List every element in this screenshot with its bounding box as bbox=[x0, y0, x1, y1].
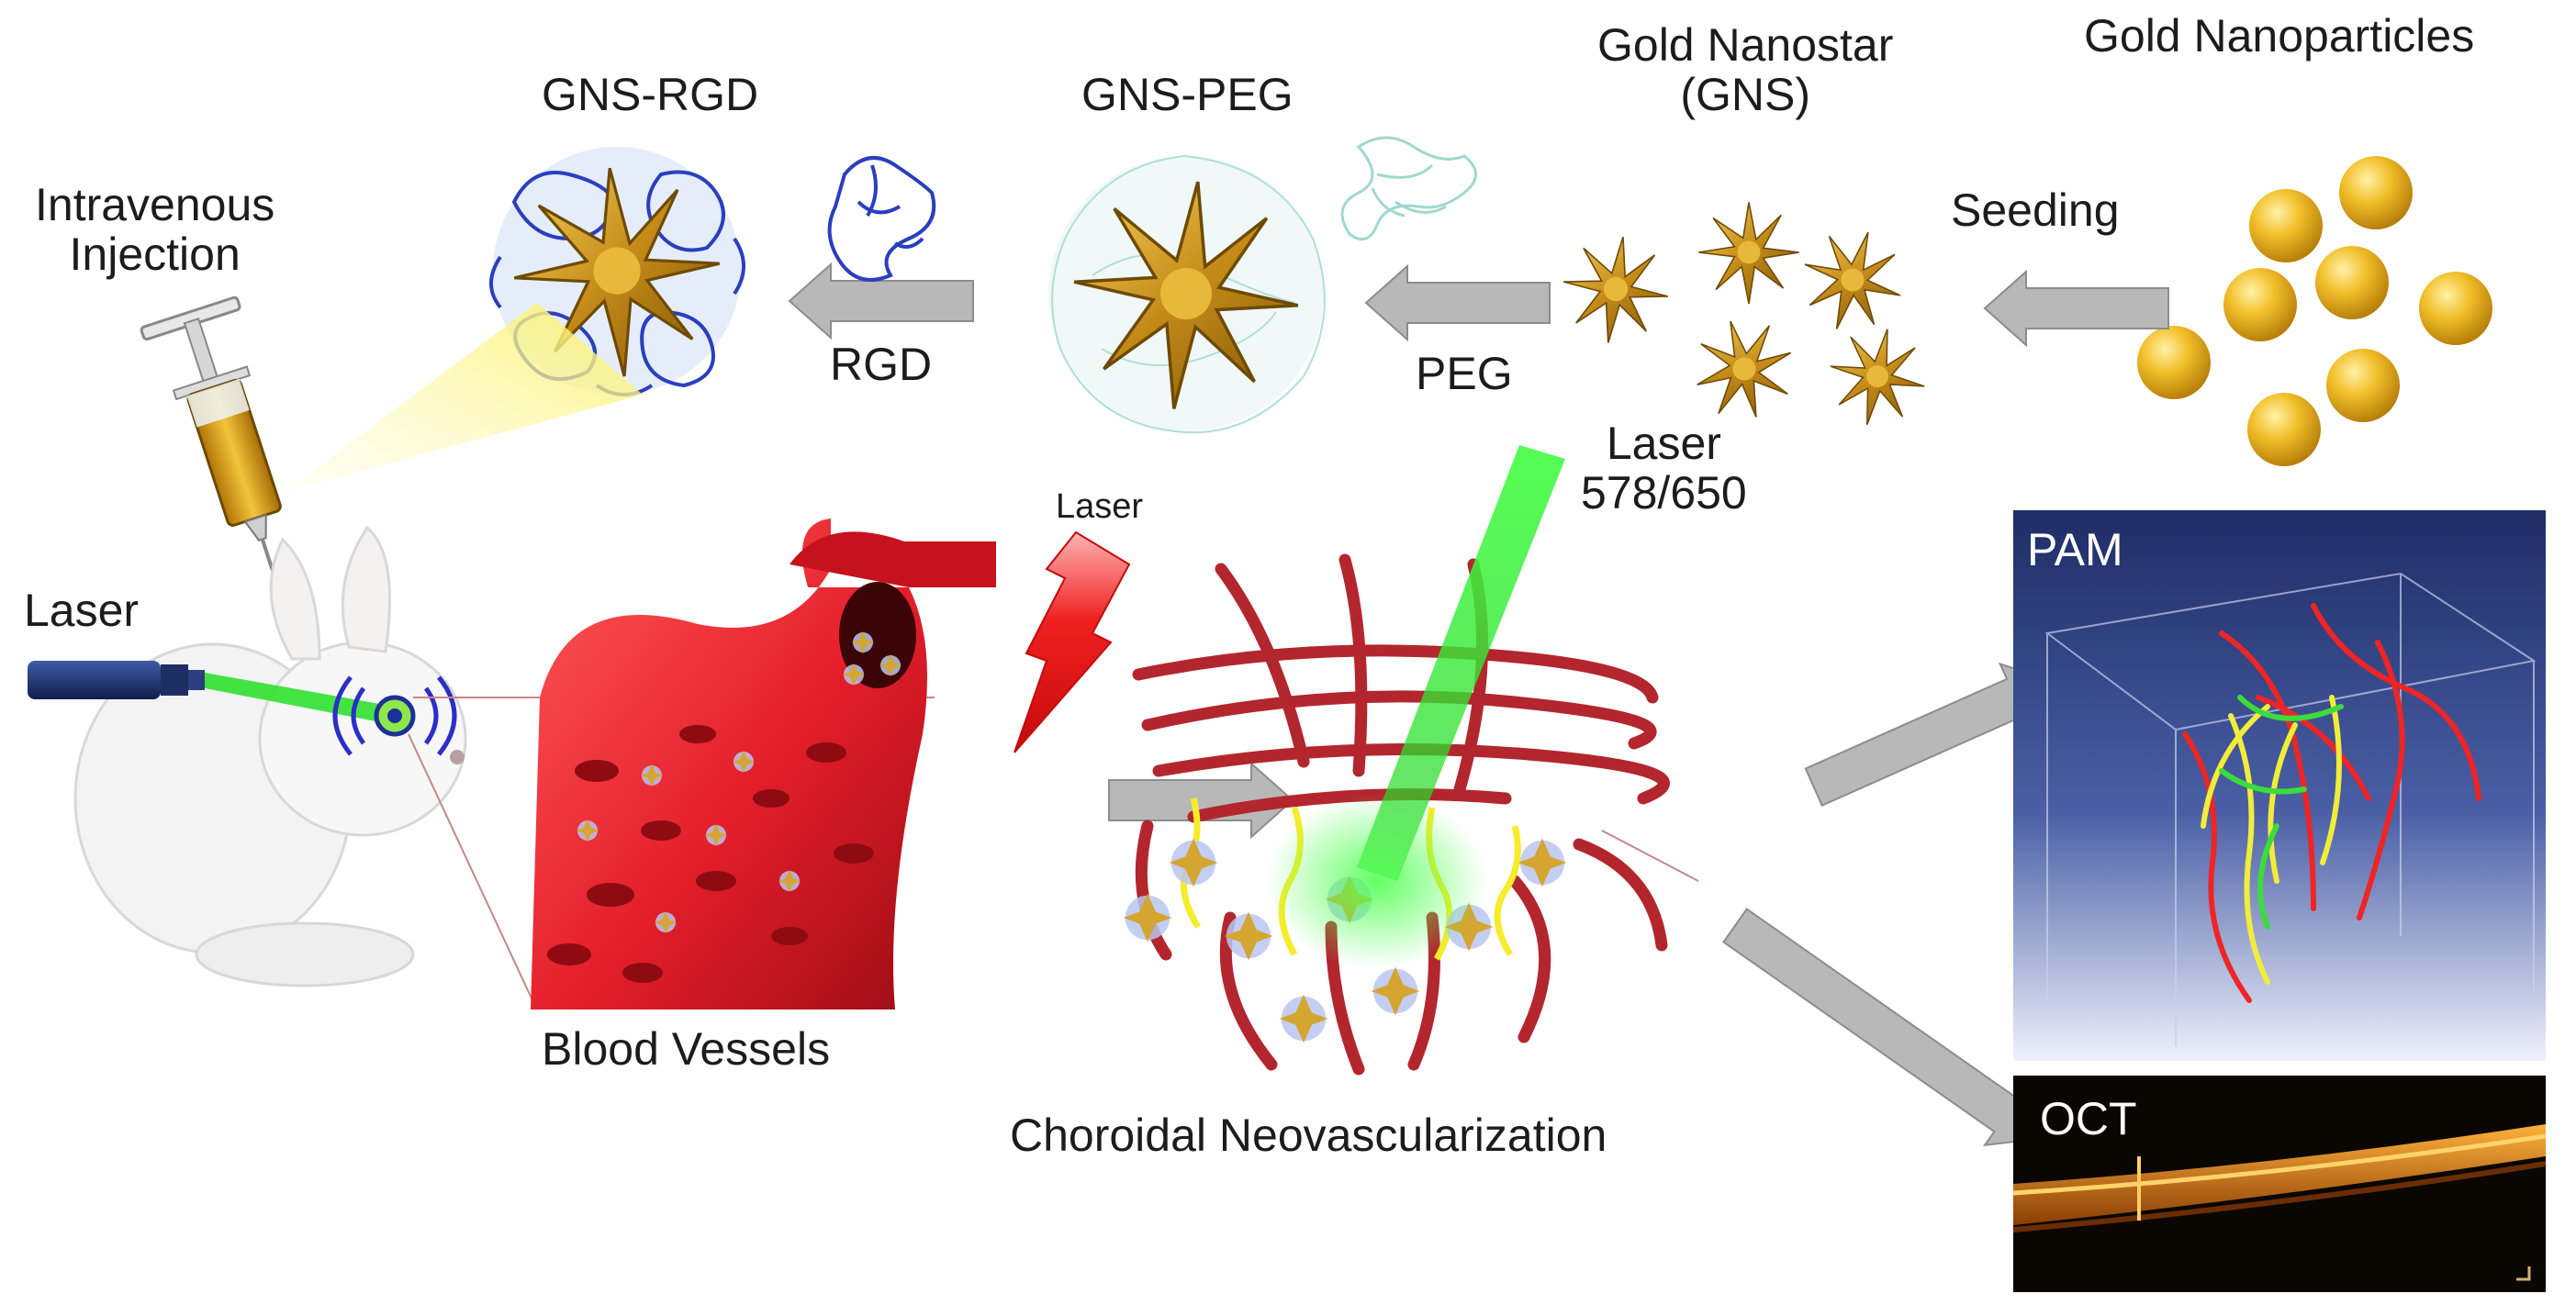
gold-sphere-icon bbox=[2249, 189, 2323, 262]
gold-sphere-icon bbox=[2223, 268, 2297, 341]
blood-vessel-illustration bbox=[531, 519, 996, 1009]
laser-pen-icon bbox=[28, 661, 205, 699]
process-arrow-icon bbox=[1365, 265, 1551, 340]
process-arrow-icon bbox=[1722, 908, 2042, 1147]
protein-icon bbox=[827, 156, 936, 282]
gold-nanostar-cluster bbox=[1555, 201, 1936, 440]
gold-nanoparticles-label: Gold Nanoparticles bbox=[2084, 10, 2475, 61]
laser-beam-rabbit bbox=[205, 673, 395, 725]
gns-peg-particle bbox=[1048, 154, 1326, 434]
nanostar-icon bbox=[1518, 838, 1567, 887]
oct-image-panel bbox=[2012, 1076, 2547, 1292]
gns-rgd-label: GNS-RGD bbox=[542, 69, 759, 120]
nanostar-icon bbox=[1697, 201, 1800, 305]
laser-beam-cnv bbox=[1357, 445, 1565, 881]
gold-nanoparticles bbox=[2137, 156, 2492, 466]
gold-nanostar-label: Gold Nanostar (GNS) bbox=[1597, 19, 1894, 120]
process-arrow-icon bbox=[1984, 271, 2169, 346]
nanostar-icon bbox=[1279, 994, 1328, 1043]
nanostar-icon bbox=[1371, 966, 1420, 1016]
gold-sphere-icon bbox=[2137, 326, 2211, 399]
pointer-line bbox=[1601, 830, 1699, 882]
laser-bolt-label: Laser bbox=[1056, 487, 1144, 526]
oct-label: OCT bbox=[2040, 1093, 2137, 1144]
gold-sphere-icon bbox=[2419, 272, 2492, 345]
laser-focus-glow bbox=[1267, 794, 1487, 968]
injection-light-cone bbox=[286, 303, 643, 491]
pam-label: PAM bbox=[2027, 524, 2123, 575]
laser-rabbit-label: Laser bbox=[24, 585, 140, 636]
rgd-label: RGD bbox=[830, 339, 933, 390]
zoom-line bbox=[408, 733, 533, 1001]
syringe-icon bbox=[140, 296, 282, 591]
nanostar-icon bbox=[1555, 229, 1676, 351]
gold-sphere-icon bbox=[2315, 246, 2389, 319]
nanostar-icon bbox=[1819, 318, 1936, 436]
nanostar-icon bbox=[1787, 216, 1917, 346]
blood-vessels-label: Blood Vessels bbox=[542, 1023, 831, 1075]
nanostar-icon bbox=[1123, 893, 1172, 942]
laser-wavelength-label: Laser 578/650 bbox=[1581, 418, 1747, 519]
seeding-label: Seeding bbox=[1951, 184, 2120, 236]
lightning-bolt-icon bbox=[1014, 530, 1131, 753]
pam-image-panel bbox=[2013, 510, 2546, 1061]
peg-polymer-icon bbox=[1340, 136, 1477, 241]
rabbit-eye-target bbox=[332, 675, 457, 756]
peg-label: PEG bbox=[1416, 348, 1513, 399]
intravenous-injection-label: Intravenous Injection bbox=[35, 179, 275, 280]
gold-sphere-icon bbox=[2247, 393, 2321, 466]
gns-peg-label: GNS-PEG bbox=[1081, 69, 1294, 120]
process-arrow-icon bbox=[789, 263, 974, 339]
gold-sphere-icon bbox=[2326, 349, 2400, 422]
nanostar-icon bbox=[1169, 838, 1218, 887]
gold-sphere-icon bbox=[2339, 156, 2413, 229]
choroidal-neovascularization-label: Choroidal Neovascularization bbox=[1010, 1110, 1607, 1161]
